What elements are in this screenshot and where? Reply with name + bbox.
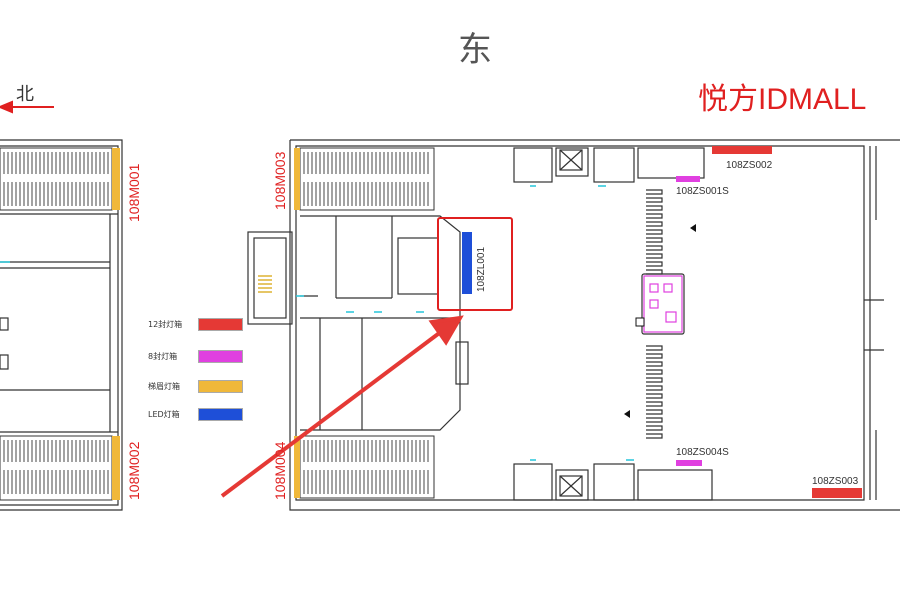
ad-zl001-bar (462, 232, 472, 294)
legend-label: 12封灯箱 (148, 320, 183, 329)
ad-zs003-bar (812, 488, 862, 498)
legend-label: 8封灯箱 (148, 352, 178, 361)
brand-label: 悦方IDMALL (698, 83, 867, 116)
legend-swatch-blue (198, 408, 243, 421)
ad-zs001-bar (676, 176, 700, 182)
direction-east-label: 东 (458, 30, 492, 70)
ad-m002-bar (112, 436, 120, 500)
ad-label-zs003: 108ZS003 (812, 476, 859, 487)
legend-swatch-pink (198, 350, 243, 363)
legend-swatch-yellow (198, 380, 243, 393)
ad-m001-bar (112, 148, 120, 210)
ad-m004-bar (294, 436, 300, 498)
ad-label-m004: 108M004 (272, 441, 288, 500)
ad-label-m002: 108M002 (126, 441, 142, 500)
legend-label: LED灯箱 (148, 410, 180, 419)
ad-label-zs002: 108ZS002 (726, 160, 773, 171)
ad-label-zs001: 108ZS001S (676, 186, 729, 197)
ad-zs002-bar (712, 146, 772, 154)
ad-zs004-bar (676, 460, 702, 466)
ad-m003-bar (294, 148, 300, 210)
highlight-frame (437, 217, 513, 311)
ad-label-zs004: 108ZS004S (676, 447, 729, 458)
direction-north-label: 北 (16, 84, 34, 105)
ad-label-m003: 108M003 (272, 151, 288, 210)
ad-label-zl001: 108ZL001 (476, 246, 487, 292)
ad-label-m001: 108M001 (126, 163, 142, 222)
legend-label: 梯眉灯箱 (148, 382, 180, 391)
legend-swatch-red (198, 318, 243, 331)
